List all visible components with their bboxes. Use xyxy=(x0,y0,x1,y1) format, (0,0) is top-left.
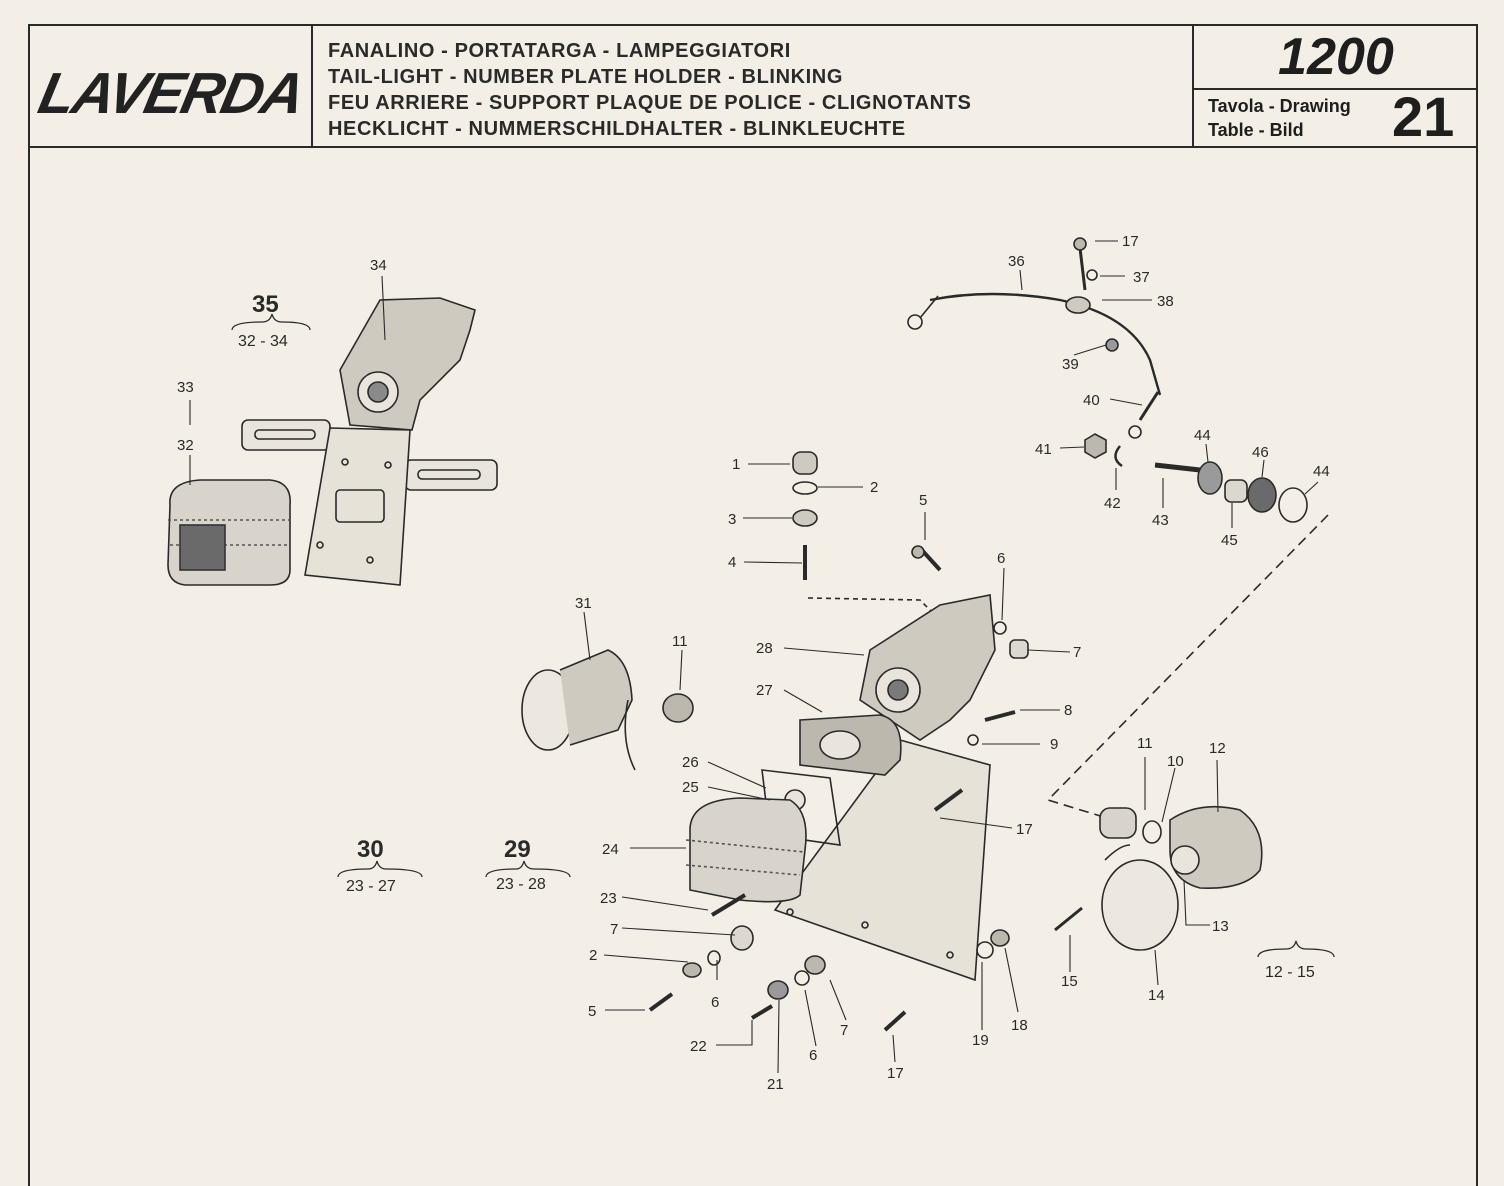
callout-44-right: 44 xyxy=(1313,463,1330,480)
callout-15: 15 xyxy=(1061,973,1078,990)
left-blinker xyxy=(521,649,694,771)
title-block: LAVERDA FANALINO - PORTATARGA - LAMPEGGI… xyxy=(30,26,1478,148)
callout-22: 22 xyxy=(690,1038,707,1055)
title-lines: FANALINO - PORTATARGA - LAMPEGGIATORI TA… xyxy=(328,38,971,142)
callout-38: 38 xyxy=(1157,293,1174,310)
callout-8: 8 xyxy=(1064,702,1072,719)
group-range-35: 32 - 34 xyxy=(238,333,288,350)
wiring-harness xyxy=(907,237,1162,439)
callout-28: 28 xyxy=(756,640,773,657)
callout-36: 36 xyxy=(1008,253,1025,270)
callout-11-left: 11 xyxy=(672,633,688,650)
callout-13: 13 xyxy=(1212,918,1229,935)
callout-42: 42 xyxy=(1104,495,1121,512)
group-range-29: 23 - 28 xyxy=(496,876,546,893)
callout-6-left: 6 xyxy=(711,994,719,1011)
callout-17-bottom: 17 xyxy=(887,1065,904,1082)
callout-12: 12 xyxy=(1209,740,1226,757)
callout-31: 31 xyxy=(575,595,592,612)
callout-18: 18 xyxy=(1011,1017,1028,1034)
callout-6-bottom: 6 xyxy=(809,1047,817,1064)
blinker-mount-parts xyxy=(1084,433,1308,523)
callout-5-bottom: 5 xyxy=(588,1003,596,1020)
callout-39: 39 xyxy=(1062,356,1079,373)
callout-10: 10 xyxy=(1167,753,1184,770)
number-plate-holder-top xyxy=(241,297,498,586)
callout-1: 1 xyxy=(732,456,740,473)
callout-3: 3 xyxy=(728,511,736,528)
callout-17-top: 17 xyxy=(1122,233,1139,250)
callout-4: 4 xyxy=(728,554,736,571)
drawing-label: Tavola - Drawing Table - Bild xyxy=(1208,94,1351,142)
callout-45: 45 xyxy=(1221,532,1238,549)
callout-26: 26 xyxy=(682,754,699,771)
callout-5-top: 5 xyxy=(919,492,927,509)
logo-cell: LAVERDA xyxy=(30,26,313,146)
callout-34: 34 xyxy=(370,257,387,274)
callout-33: 33 xyxy=(177,379,194,396)
title-german: HECKLICHT - NUMMERSCHILDHALTER - BLINKLE… xyxy=(328,118,906,140)
small-hardware xyxy=(648,545,1083,1032)
callout-11-right: 11 xyxy=(1137,735,1153,752)
group-number-29: 29 xyxy=(504,836,531,863)
callout-7-left: 7 xyxy=(610,921,618,938)
callout-numbers: 33 32 34 17 37 38 36 39 40 41 42 43 44 4… xyxy=(177,233,1330,1093)
title-french: FEU ARRIERE - SUPPORT PLAQUE DE POLICE -… xyxy=(328,92,972,114)
main-holder-assembly xyxy=(773,594,996,982)
callout-40: 40 xyxy=(1083,392,1100,409)
callout-19: 19 xyxy=(972,1032,989,1049)
callout-23: 23 xyxy=(600,890,617,907)
callout-2-bottom: 2 xyxy=(589,947,597,964)
drawing-sheet: LAVERDA FANALINO - PORTATARGA - LAMPEGGI… xyxy=(28,24,1478,1186)
tail-light-assembly-top xyxy=(167,479,291,586)
callout-17-mid: 17 xyxy=(1016,821,1033,838)
callout-32: 32 xyxy=(177,437,194,454)
title-english: TAIL-LIGHT - NUMBER PLATE HOLDER - BLINK… xyxy=(328,66,844,88)
callout-6-top: 6 xyxy=(997,550,1005,567)
group-range-30: 23 - 27 xyxy=(346,878,396,895)
assembly-guide-line xyxy=(1046,514,1329,823)
callout-24: 24 xyxy=(602,841,619,858)
group-number-35: 35 xyxy=(252,291,279,318)
callout-2-top: 2 xyxy=(870,479,878,496)
drawing-label-line-2: Table - Bild xyxy=(1208,120,1304,140)
model-number: 1200 xyxy=(1194,26,1478,90)
callout-44-left: 44 xyxy=(1194,427,1211,444)
callout-7-bottom: 7 xyxy=(840,1022,848,1039)
rear-lamp-body xyxy=(685,714,902,903)
callout-14: 14 xyxy=(1148,987,1165,1004)
drawing-id-cell: 1200 Tavola - Drawing Table - Bild 21 xyxy=(1192,26,1478,148)
callout-21: 21 xyxy=(767,1076,784,1093)
group-number-30: 30 xyxy=(357,836,384,863)
title-italian: FANALINO - PORTATARGA - LAMPEGGIATORI xyxy=(328,40,791,62)
callout-46: 46 xyxy=(1252,444,1269,461)
group-range-12-15: 12 - 15 xyxy=(1265,964,1315,981)
callout-25: 25 xyxy=(682,779,699,796)
callout-41: 41 xyxy=(1035,441,1052,458)
callout-9: 9 xyxy=(1050,736,1058,753)
callout-27: 27 xyxy=(756,682,773,699)
drawing-number: 21 xyxy=(1392,85,1455,148)
callout-37: 37 xyxy=(1133,269,1150,286)
parts-1-4 xyxy=(792,451,818,580)
leader-lines xyxy=(189,240,1319,1074)
callout-7-right: 7 xyxy=(1073,644,1081,661)
group-braces xyxy=(231,313,1335,958)
right-blinker xyxy=(1099,805,1263,951)
callout-43: 43 xyxy=(1152,512,1169,529)
drawing-label-line-1: Tavola - Drawing xyxy=(1208,96,1351,116)
